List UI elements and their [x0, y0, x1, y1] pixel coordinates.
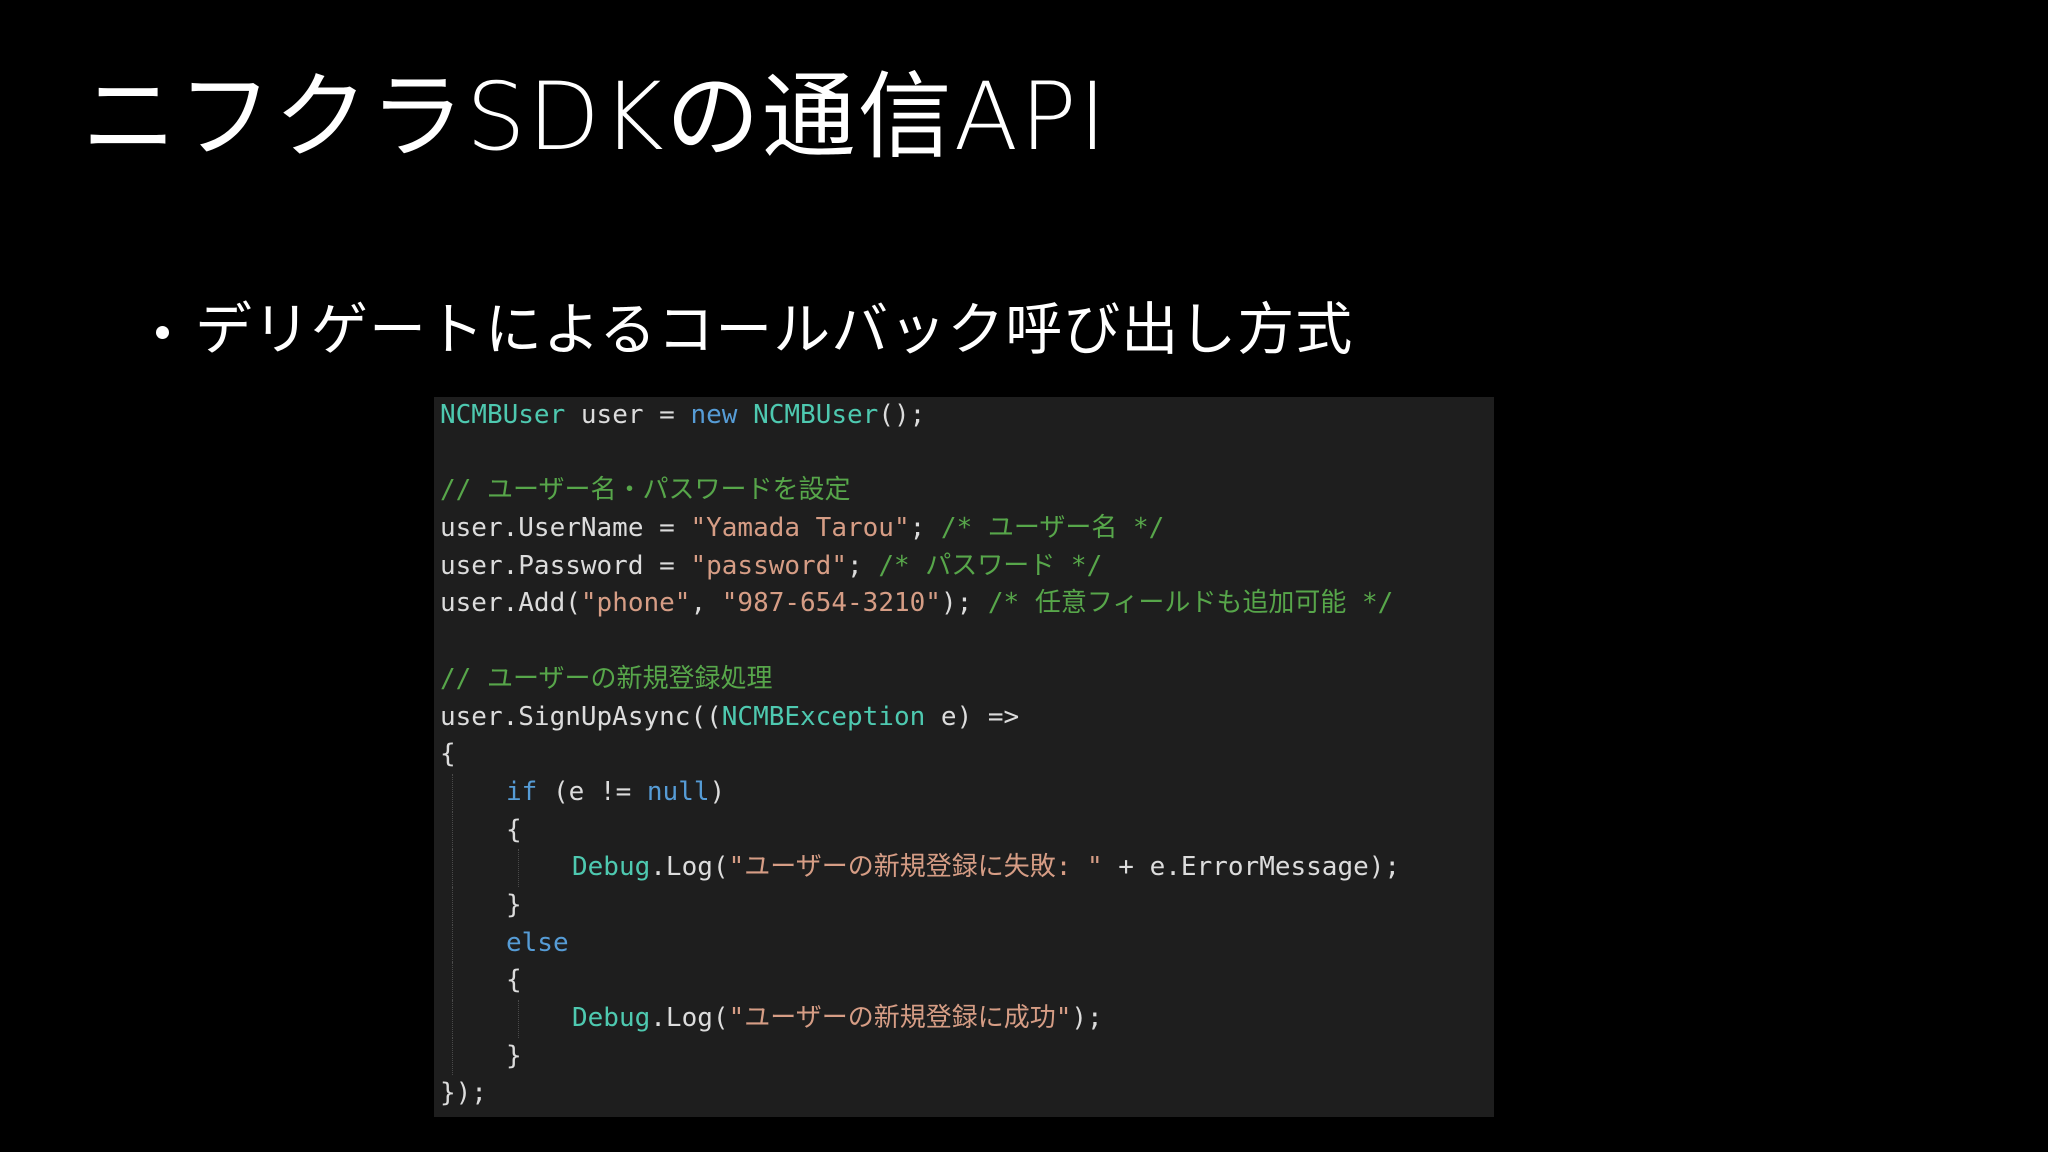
code-token: NCMBUser [753, 400, 879, 430]
code-line: user.UserName = "Yamada Tarou"; /* ユーザー名… [440, 510, 1494, 548]
code-token: user.SignUpAsync(( [440, 701, 722, 732]
code-token: Debug [572, 852, 651, 883]
code-line: Debug.Log("ユーザーの新規登録に失敗: " + e.ErrorMess… [440, 849, 1494, 887]
code-token: } [506, 1040, 522, 1071]
code-line: if (e != null) [440, 773, 1494, 812]
code-token: user.Add( [440, 588, 581, 619]
code-line: user.Password = "password"; /* パスワード */ [440, 548, 1494, 586]
code-line-content: }); [440, 1078, 487, 1108]
code-line-content: Debug.Log("ユーザーの新規登録に成功"); [440, 1003, 1103, 1033]
indent-guide [452, 1000, 453, 1038]
code-line-content: { [440, 739, 456, 769]
code-block: NCMBUser user = new NCMBUser();// ユーザー名・… [434, 397, 1494, 1117]
code-line-content: user.UserName = "Yamada Tarou"; /* ユーザー名… [440, 513, 1164, 543]
code-token: /* ユーザー名 */ [940, 513, 1165, 544]
code-token: } [506, 889, 522, 920]
code-line: { [440, 811, 1494, 850]
code-token: "987-654-3210" [721, 588, 941, 619]
code-token: Debug [572, 1003, 651, 1033]
indent-guide [452, 924, 453, 963]
code-token: NCMBException [721, 701, 926, 732]
code-token: user = [565, 400, 691, 430]
code-token: ); [1071, 1003, 1103, 1033]
code-token: "password" [690, 550, 847, 581]
slide-title: ニフクラSDKの通信API [82, 63, 1109, 172]
indent-guide [452, 773, 453, 812]
code-line-content: } [440, 890, 522, 920]
code-token: , [690, 588, 722, 619]
code-token: // ユーザー名・パスワードを設定 [440, 475, 851, 506]
code-line: NCMBUser user = new NCMBUser(); [440, 397, 1494, 435]
bullet-dot-icon [156, 325, 169, 339]
code-token: "ユーザーの新規登録に失敗: " [728, 852, 1103, 883]
code-token: "Yamada Tarou" [690, 513, 910, 544]
code-line: user.SignUpAsync((NCMBException e) => [440, 699, 1494, 737]
code-token: ; [847, 550, 879, 581]
code-token: /* 任意フィールドも追加可能 */ [987, 588, 1394, 619]
code-line: { [440, 736, 1494, 774]
code-line-content: { [440, 815, 522, 845]
code-line: } [440, 1037, 1494, 1076]
code-token: .Log( [650, 852, 729, 883]
indent-guide [452, 849, 453, 887]
code-line-content: // ユーザーの新規登録処理 [440, 664, 772, 694]
code-token: if [506, 776, 538, 807]
indent-guide [452, 886, 453, 925]
code-line-content: // ユーザー名・パスワードを設定 [440, 475, 850, 505]
code-token: NCMBUser [440, 400, 566, 430]
code-line: // ユーザー名・パスワードを設定 [440, 472, 1494, 510]
code-line-content: { [440, 965, 522, 995]
indent-guide [452, 962, 453, 1000]
code-token: ); [940, 588, 988, 619]
code-line-content: user.Password = "password"; /* パスワード */ [440, 551, 1102, 581]
indent-guide [452, 1037, 453, 1076]
code-line-content: user.Add("phone", "987-654-3210"); /* 任意… [440, 588, 1393, 618]
code-token: "phone" [580, 588, 691, 619]
code-token: ; [909, 513, 941, 544]
code-token: else [506, 927, 569, 958]
code-token: { [506, 814, 522, 845]
code-token: user.UserName = [440, 513, 691, 544]
code-token: "ユーザーの新規登録に成功" [728, 1003, 1072, 1033]
code-line: // ユーザーの新規登録処理 [440, 661, 1494, 699]
indent-guide [518, 1000, 519, 1038]
code-line [440, 435, 1494, 473]
code-line: } [440, 886, 1494, 925]
code-token: ) [709, 776, 726, 807]
bullet-text: デリゲートによるコールバック呼び出し方式 [195, 297, 1354, 363]
code-token: (e != [537, 776, 647, 807]
code-line [440, 623, 1494, 661]
code-line: user.Add("phone", "987-654-3210"); /* 任意… [440, 585, 1494, 623]
code-line-content: user.SignUpAsync((NCMBException e) => [440, 702, 1019, 732]
code-token: // ユーザーの新規登録処理 [440, 663, 773, 694]
code-token: .Log( [650, 1003, 729, 1033]
code-token: { [506, 965, 522, 996]
code-line: { [440, 962, 1494, 1000]
code-line-content: else [440, 928, 569, 958]
code-line-content: } [440, 1041, 522, 1071]
code-line: }); [440, 1075, 1494, 1113]
code-token: e) => [925, 701, 1020, 732]
code-token: (); [878, 400, 926, 430]
code-token: + e.ErrorMessage); [1102, 852, 1401, 883]
code-line-content: NCMBUser user = new NCMBUser(); [440, 400, 925, 430]
code-token: user.Password = [440, 550, 691, 581]
code-token: { [440, 739, 456, 770]
indent-guide [518, 849, 519, 887]
code-token: }); [440, 1078, 487, 1109]
code-token: new [690, 400, 738, 430]
indent-guide [452, 811, 453, 850]
code-line-content: Debug.Log("ユーザーの新規登録に失敗: " + e.ErrorMess… [440, 852, 1400, 882]
code-line: else [440, 924, 1494, 963]
code-token: /* パスワード */ [878, 550, 1103, 581]
bullet-item: デリゲートによるコールバック呼び出し方式 [156, 296, 1353, 364]
code-token [737, 400, 753, 430]
code-token: null [646, 776, 710, 807]
code-line-content: if (e != null) [440, 777, 725, 807]
code-line: Debug.Log("ユーザーの新規登録に成功"); [440, 1000, 1494, 1038]
